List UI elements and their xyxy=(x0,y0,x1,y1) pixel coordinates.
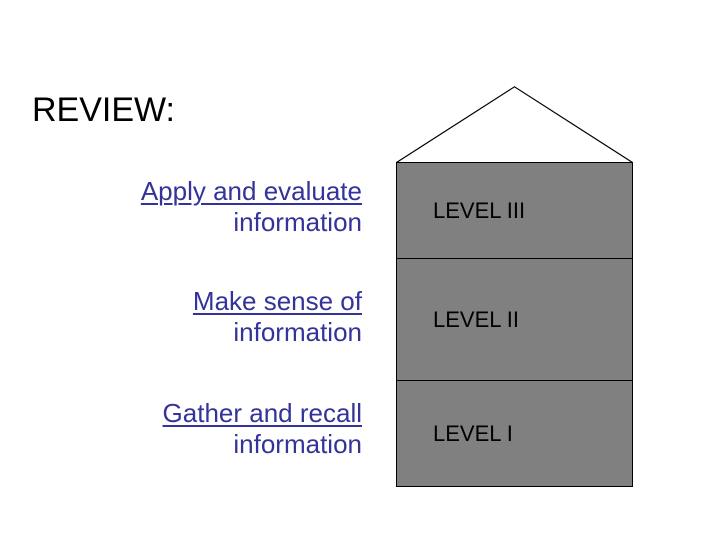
descriptor-level-2: Make sense of information xyxy=(40,286,362,348)
descriptor-level-2-line-primary: Make sense of xyxy=(192,286,362,316)
house-level-band-2: LEVEL II xyxy=(397,259,632,381)
house-body: LEVEL III LEVEL II LEVEL I xyxy=(396,162,633,487)
house-level-label-3: LEVEL III xyxy=(433,197,526,223)
descriptor-level-1-line-primary: Gather and recall xyxy=(162,398,362,428)
house-level-label-2: LEVEL II xyxy=(433,306,520,332)
house-level-band-1: LEVEL I xyxy=(397,381,632,486)
descriptor-level-1: Gather and recall information xyxy=(40,398,362,460)
descriptor-level-2-line-secondary: information xyxy=(233,317,362,347)
page-title: REVIEW: xyxy=(32,91,175,129)
house-level-label-1: LEVEL I xyxy=(433,420,513,446)
descriptor-level-1-line-secondary: information xyxy=(233,429,362,459)
descriptor-level-3-line-secondary: information xyxy=(233,207,362,237)
descriptor-level-3-line-primary: Apply and evaluate xyxy=(140,176,362,206)
roof-triangle-icon xyxy=(396,86,633,163)
descriptor-level-3: Apply and evaluate information xyxy=(40,176,362,238)
house-diagram: LEVEL III LEVEL II LEVEL I xyxy=(396,86,633,487)
house-level-band-3: LEVEL III xyxy=(397,163,632,259)
